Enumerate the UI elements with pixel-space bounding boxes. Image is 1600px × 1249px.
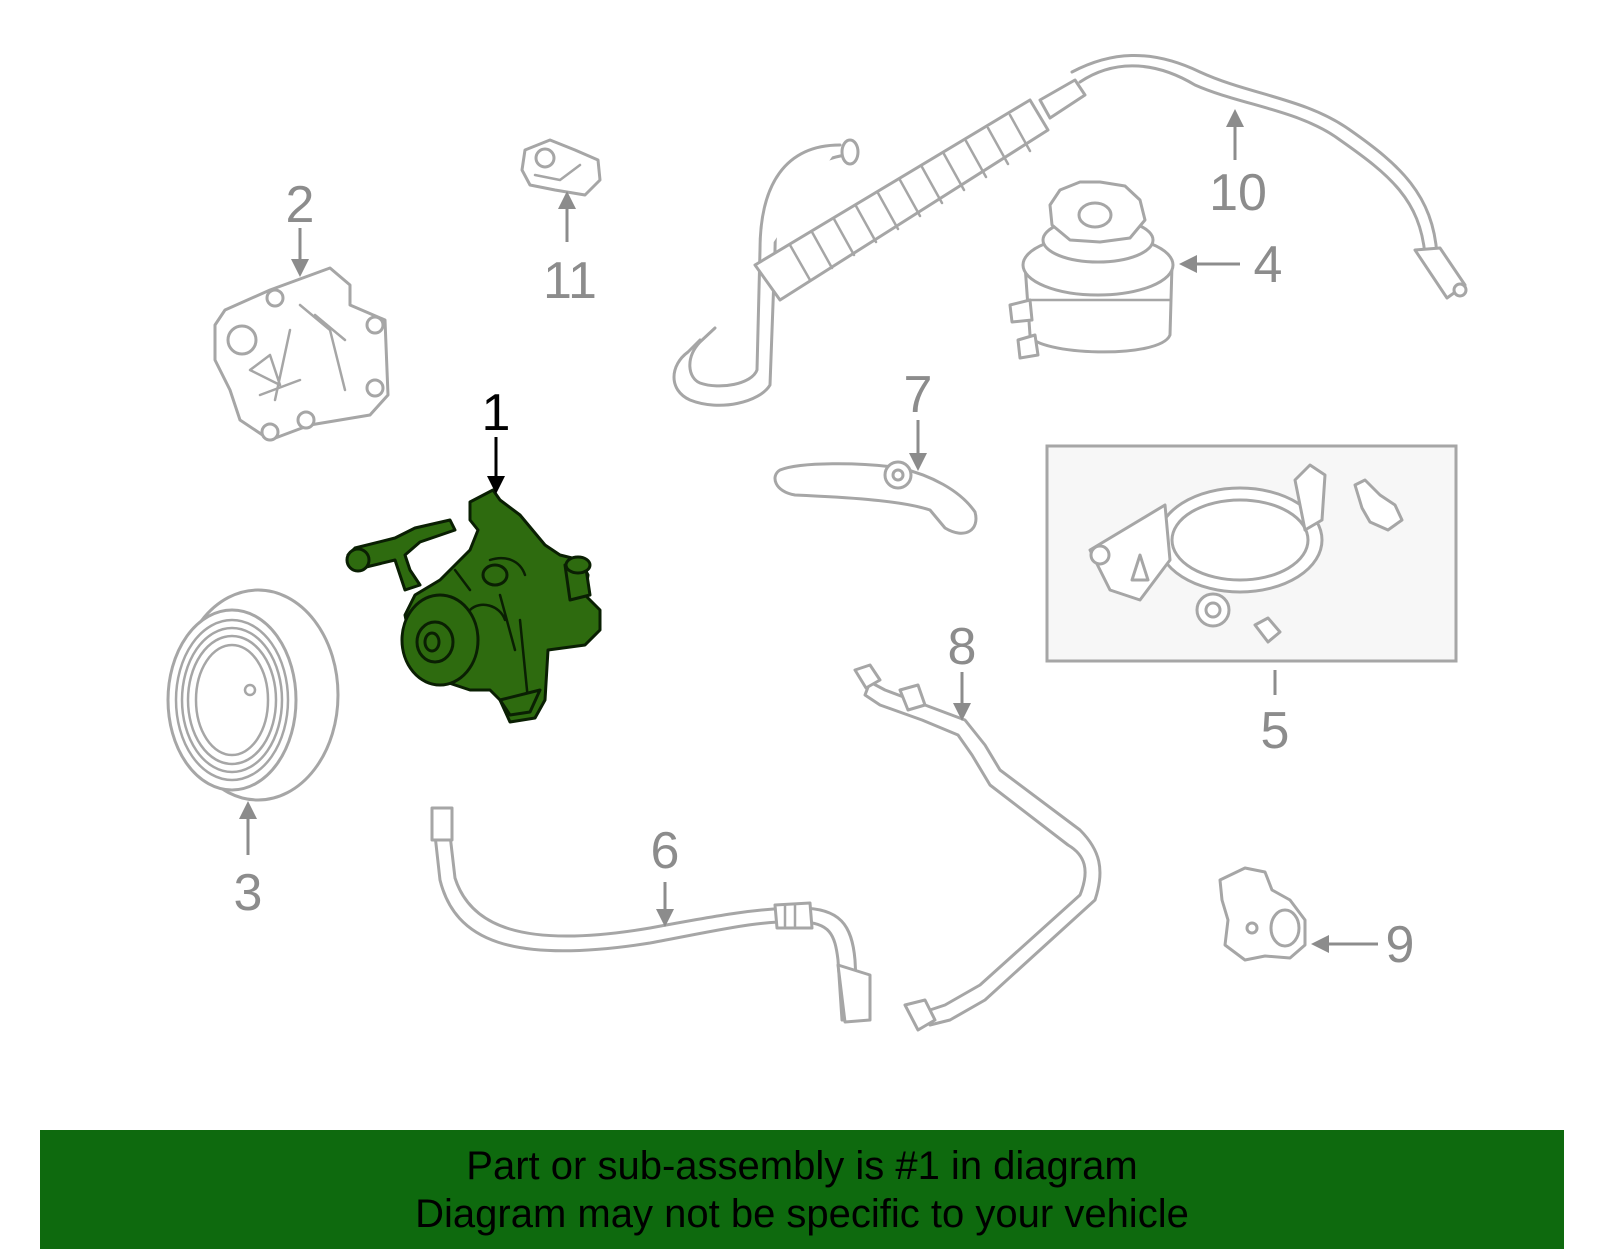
callout-5-label: 5 bbox=[1261, 702, 1290, 760]
callout-8: 8 bbox=[948, 618, 977, 721]
callout-1-label: 1 bbox=[482, 384, 511, 442]
callout-1: 1 bbox=[482, 384, 511, 494]
callout-7: 7 bbox=[904, 366, 933, 471]
part-9-clamp[interactable] bbox=[1218, 866, 1307, 962]
part-4-reservoir[interactable] bbox=[1008, 180, 1175, 360]
callout-10: 10 bbox=[1209, 109, 1267, 222]
callout-2: 2 bbox=[286, 176, 315, 277]
callout-6-label: 6 bbox=[651, 822, 680, 880]
callout-9: 9 bbox=[1311, 916, 1415, 974]
part-1-power-steering-pump[interactable] bbox=[345, 488, 602, 724]
banner-line-2: Diagram may not be specific to your vehi… bbox=[415, 1191, 1189, 1236]
part-8-pressure-line[interactable] bbox=[853, 663, 1102, 1032]
callout-5: 5 bbox=[1261, 670, 1290, 760]
banner-line-1: Part or sub-assembly is #1 in diagram bbox=[466, 1143, 1138, 1188]
callout-6: 6 bbox=[651, 822, 680, 927]
part-5-repair-kit[interactable] bbox=[1045, 444, 1458, 663]
callout-4-label: 4 bbox=[1254, 236, 1283, 294]
part-2-bracket[interactable] bbox=[213, 266, 390, 442]
part-7-bracket[interactable] bbox=[773, 460, 978, 535]
callout-11: 11 bbox=[543, 191, 597, 310]
callout-9-label: 9 bbox=[1386, 916, 1415, 974]
callout-8-label: 8 bbox=[948, 618, 977, 676]
part-6-return-hose[interactable] bbox=[430, 806, 872, 1024]
callout-3: 3 bbox=[234, 801, 263, 922]
callout-11-label: 11 bbox=[543, 252, 597, 310]
part-3-pulley[interactable] bbox=[166, 588, 340, 802]
callout-10-label: 10 bbox=[1209, 164, 1267, 222]
info-banner: Part or sub-assembly is #1 in diagram Di… bbox=[40, 1130, 1564, 1249]
callout-3-label: 3 bbox=[234, 864, 263, 922]
callout-4: 4 bbox=[1179, 236, 1283, 294]
callout-2-label: 2 bbox=[286, 176, 315, 234]
part-10-pressure-hose[interactable] bbox=[672, 54, 1468, 407]
part-11-clip[interactable] bbox=[520, 138, 602, 197]
callout-7-label: 7 bbox=[904, 366, 933, 424]
